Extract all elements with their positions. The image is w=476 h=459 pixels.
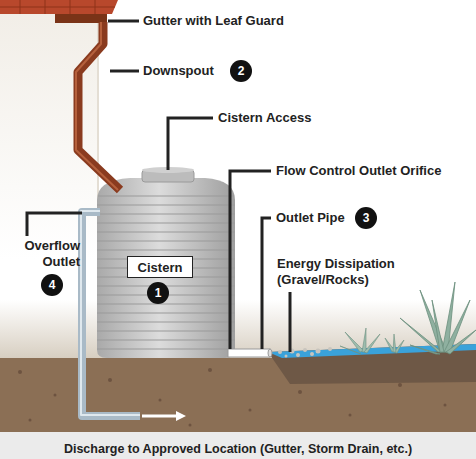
- gutter: [55, 14, 107, 23]
- overflow-pipe: [82, 212, 140, 416]
- part-label: Gutter with Leaf Guard: [143, 13, 284, 29]
- ground-surface: [0, 300, 476, 360]
- part-label: Downspout: [143, 63, 214, 79]
- outlet-end: [268, 349, 272, 357]
- part-label-box: Cistern: [127, 256, 193, 278]
- cistern-tank: [97, 178, 235, 358]
- overflow-highlight: [81, 211, 140, 415]
- gravel-stones: [278, 347, 332, 358]
- part-label: Flow Control Outlet Orifice: [276, 163, 441, 179]
- callout-number: 2: [230, 60, 252, 82]
- small-plants: [340, 328, 404, 354]
- part-label: Overflow Outlet: [0, 238, 80, 270]
- callout-digit: 4: [49, 278, 56, 292]
- part-label: Outlet Pipe: [276, 210, 345, 226]
- text-strip: [0, 432, 476, 459]
- discharge-arrow: [142, 415, 176, 418]
- discharge-arrowhead: [176, 411, 186, 421]
- part-label: Cistern Access: [218, 110, 311, 126]
- agave-plant: [400, 282, 476, 354]
- downspout-highlight: [76, 22, 118, 190]
- discharge-label: Discharge to Approved Location (Gutter, …: [0, 441, 476, 457]
- cistern-ribs: [97, 196, 235, 349]
- leader-lines: [27, 21, 290, 352]
- callout-number: 1: [147, 282, 169, 304]
- part-name: Cistern: [138, 260, 183, 275]
- callout-number: 3: [355, 207, 377, 229]
- outlet-pipe: [228, 349, 270, 357]
- roof-tile-lines: [0, 0, 115, 14]
- roof-tiles: [0, 0, 118, 14]
- callout-digit: 2: [238, 64, 245, 78]
- part-label: Energy Dissipation (Gravel/Rocks): [277, 256, 417, 288]
- callout-digit: 3: [363, 211, 370, 225]
- callout-digit: 1: [155, 286, 162, 300]
- callout-number: 4: [41, 274, 63, 296]
